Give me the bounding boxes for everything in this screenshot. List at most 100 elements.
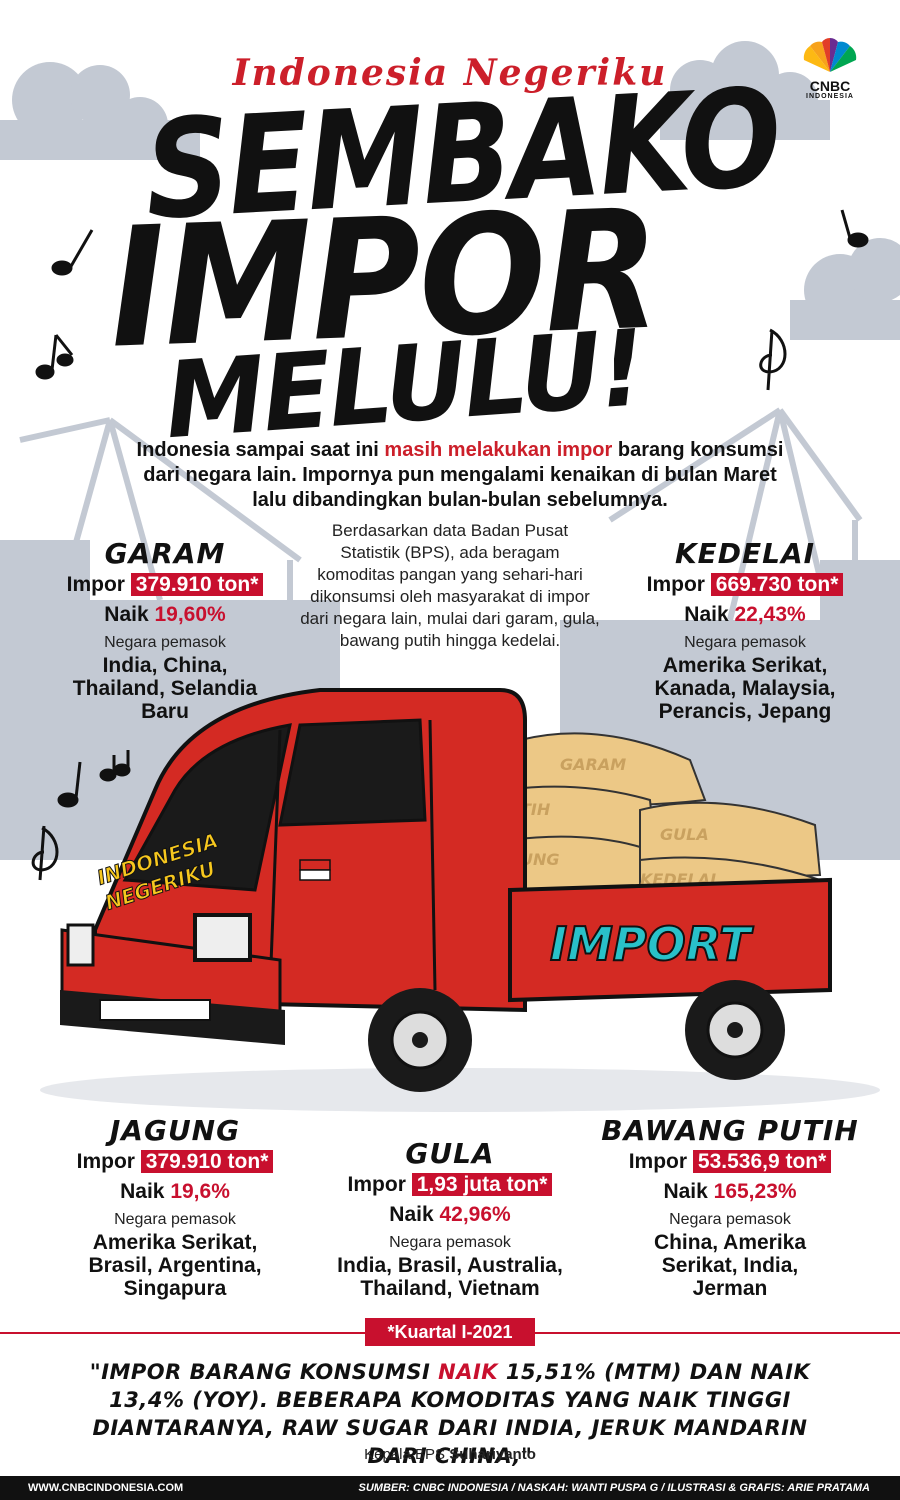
impor-value: 669.730 ton* <box>710 573 844 596</box>
crane-left <box>19 417 302 601</box>
credits: SUMBER: CNBC INDONESIA / NASKAH: WANTI P… <box>358 1482 871 1494</box>
naik-label: Naik <box>684 603 729 626</box>
impor-label: Impor <box>347 1173 406 1196</box>
impor-label: Impor <box>628 1150 688 1173</box>
quote-part-1: "IMPOR BARANG KONSUMSI <box>89 1360 439 1384</box>
sack-label-fragment: TIH <box>520 800 551 819</box>
cnbc-logo: CNBC INDONESIA <box>790 36 870 100</box>
front-wheel <box>368 988 472 1092</box>
negara-label: Negara pemasok <box>389 1234 511 1251</box>
flag-icon <box>299 859 331 871</box>
negara-label: Negara pemasok <box>104 634 226 651</box>
country-line: Singapura <box>123 1277 227 1300</box>
naik-value: 19,6% <box>170 1180 230 1203</box>
impor-value: 53.536,9 ton* <box>692 1150 832 1173</box>
country-line: India, Brasil, Australia, <box>337 1254 563 1277</box>
naik-value: 22,43% <box>734 603 806 626</box>
country-line: Thailand, Vietnam <box>360 1277 540 1300</box>
naik-label: Naik <box>120 1180 165 1203</box>
sack-label-gula: GULA <box>660 825 709 844</box>
impor-value: 1,93 juta ton* <box>411 1173 553 1196</box>
commodity-garam: GARAM Impor 379.910 ton* Naik 19,60% Neg… <box>30 538 300 723</box>
commodity-bawang-putih: BAWANG PUTIH Impor 53.536,9 ton* Naik 16… <box>590 1114 870 1301</box>
license-plate <box>99 999 211 1021</box>
naik-row: Naik 19,6% <box>40 1177 310 1207</box>
country-line: China, Amerika <box>653 1231 807 1254</box>
country-line: Jerman <box>692 1277 768 1300</box>
cloud-right <box>790 238 900 340</box>
truck-windshield <box>122 723 292 892</box>
negara-label: Negara pemasok <box>114 1211 236 1228</box>
naik-value: 19,60% <box>154 603 226 626</box>
commodity-name: KEDELAI <box>674 537 816 570</box>
truck-side-window <box>278 718 427 827</box>
country-line: Kanada, Malaysia, <box>654 677 836 700</box>
truck-bed <box>508 877 832 1003</box>
impor-row: Impor 379.910 ton* <box>40 1147 310 1177</box>
tagline: Indonesia Negeriku <box>232 52 668 94</box>
attribution-role: Kepala BPS <box>364 1446 450 1463</box>
commodity-gula: GULA Impor 1,93 juta ton* Naik 42,96% Ne… <box>305 1137 595 1301</box>
sack-label-garam: GARAM <box>560 755 626 774</box>
impor-label: Impor <box>66 573 125 596</box>
footer-bar: WWW.CNBCINDONESIA.COM SUMBER: CNBC INDON… <box>0 1476 900 1500</box>
country-line: Amerika Serikat, <box>92 1231 258 1254</box>
impor-row: Impor 1,93 juta ton* <box>305 1170 595 1200</box>
country-line: Perancis, Jepang <box>658 700 832 723</box>
naik-row: Naik 42,96% <box>305 1200 595 1230</box>
negara-label: Negara pemasok <box>684 634 806 651</box>
impor-label: Impor <box>646 573 705 596</box>
naik-value: 42,96% <box>439 1203 511 1226</box>
intro-highlight: masih melakukan impor <box>384 439 613 461</box>
quote: "IMPOR BARANG KONSUMSI NAIK 15,51% (MTM)… <box>60 1358 840 1470</box>
naik-row: Naik 165,23% <box>590 1177 870 1207</box>
center-description: Berdasarkan data Badan Pusat Statistik (… <box>300 521 600 650</box>
truck-side-text: IMPORT <box>550 917 754 971</box>
country-line: Baru <box>141 700 189 723</box>
sack-label-fragment: UNG <box>520 850 560 869</box>
intro-part-2: barang konsumsi dari negara lain. Imporn… <box>143 439 784 511</box>
impor-row: Impor 53.536,9 ton* <box>590 1147 870 1177</box>
impor-row: Impor 379.910 ton* <box>30 570 300 600</box>
attribution-name: Suhariyanto <box>449 1446 536 1463</box>
country-line: India, China, <box>102 654 228 677</box>
country-line: Thailand, Selandia <box>72 677 258 700</box>
naik-label: Naik <box>389 1203 434 1226</box>
country-line: Brasil, Argentina, <box>88 1254 262 1277</box>
naik-label: Naik <box>663 1180 708 1203</box>
rear-wheel <box>685 980 785 1080</box>
logo-subtext: INDONESIA <box>806 93 854 100</box>
commodity-name: BAWANG PUTIH <box>601 1114 859 1147</box>
quote-attribution: Kepala BPS Suhariyanto <box>250 1446 650 1463</box>
period-badge: *Kuartal I-2021 <box>365 1318 535 1346</box>
naik-row: Naik 22,43% <box>605 600 885 630</box>
impor-value: 379.910 ton* <box>140 1150 274 1173</box>
negara-label: Negara pemasok <box>669 1211 791 1228</box>
impor-label: Impor <box>76 1150 135 1173</box>
intro-part-1: Indonesia sampai saat ini <box>136 439 385 461</box>
country-line: Serikat, India, <box>661 1254 799 1277</box>
ground-shadow <box>40 1068 880 1112</box>
commodity-name: JAGUNG <box>109 1114 241 1147</box>
cloud-left <box>0 62 200 160</box>
commodity-jagung: JAGUNG Impor 379.910 ton* Naik 19,6% Neg… <box>40 1115 310 1300</box>
country-line: Amerika Serikat, <box>662 654 828 677</box>
website-url: WWW.CNBCINDONESIA.COM <box>28 1482 184 1494</box>
naik-label: Naik <box>104 603 149 626</box>
naik-row: Naik 19,60% <box>30 600 300 630</box>
commodity-kedelai: KEDELAI Impor 669.730 ton* Naik 22,43% N… <box>605 538 885 723</box>
naik-value: 165,23% <box>713 1180 797 1203</box>
cloud-top-right <box>660 41 830 140</box>
quote-highlight: NAIK <box>438 1360 499 1384</box>
quote-part-2: 15,51% (MTM) DAN NAIK 13,4% (YOY). BEBER… <box>92 1360 811 1468</box>
commodity-name: GULA <box>405 1137 495 1170</box>
commodity-name: GARAM <box>104 537 226 570</box>
impor-row: Impor 669.730 ton* <box>605 570 885 600</box>
headlight <box>66 923 95 967</box>
headlight <box>193 913 252 962</box>
intro-text: Indonesia sampai saat ini masih melakuka… <box>130 438 790 513</box>
impor-value: 379.910 ton* <box>130 573 264 596</box>
peacock-icon <box>803 38 857 72</box>
